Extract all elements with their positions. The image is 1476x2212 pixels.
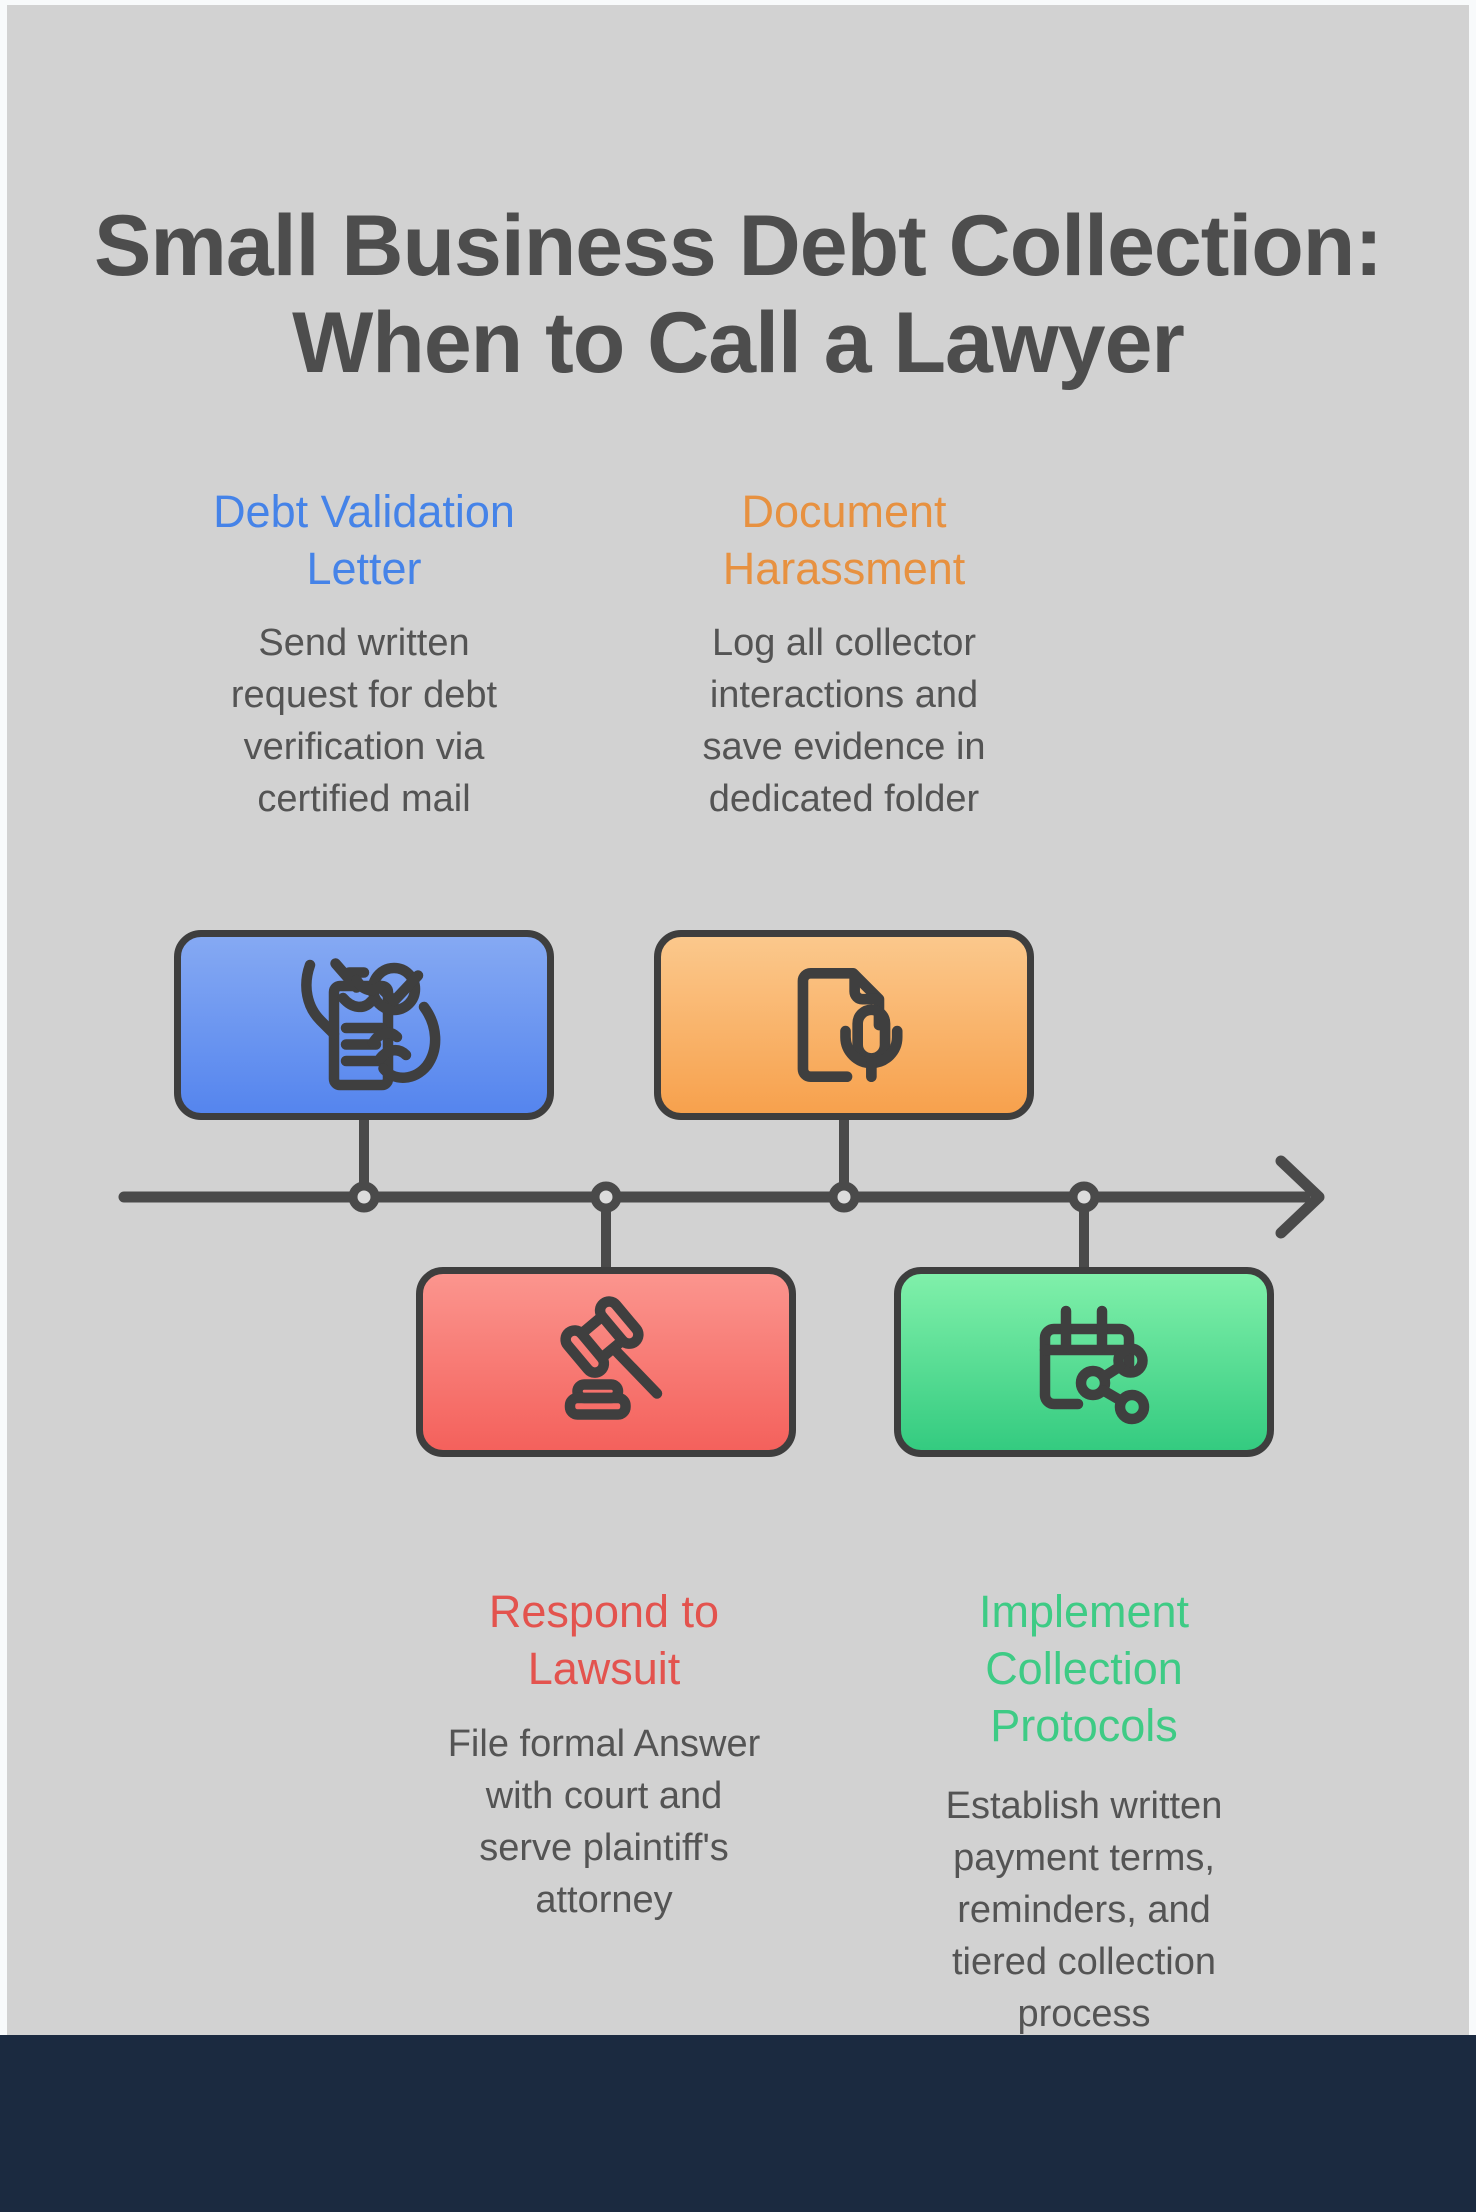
step-1-title: Debt Validation Letter bbox=[213, 486, 515, 594]
page-title: Small Business Debt Collection: When to … bbox=[0, 198, 1476, 392]
footer-bar bbox=[0, 2035, 1476, 2212]
step-2-title: Respond to Lawsuit bbox=[488, 1586, 720, 1694]
document-check-hands-icon bbox=[301, 958, 441, 1091]
step-1-description: Send written request for debt verificati… bbox=[230, 622, 498, 820]
document-microphone-icon bbox=[797, 968, 903, 1082]
page-title-line1: Small Business Debt Collection: bbox=[94, 198, 1383, 294]
step-4-title: Implement Collection Protocols bbox=[978, 1586, 1190, 1751]
step-3-title: Document Harassment bbox=[722, 486, 966, 594]
step-3-box bbox=[654, 930, 1034, 1120]
calendar-share-icon bbox=[1039, 1305, 1150, 1425]
step-4-box bbox=[894, 1267, 1274, 1457]
step-2-box bbox=[416, 1267, 796, 1457]
step-2-description: File formal Answer with court and serve … bbox=[447, 1723, 761, 1921]
step-3-description: Log all collector interactions and save … bbox=[702, 622, 986, 820]
page-title-line2: When to Call a Lawyer bbox=[292, 295, 1185, 391]
step-4-description: Establish written payment terms, reminde… bbox=[945, 1785, 1223, 2035]
step-1-box bbox=[174, 930, 554, 1120]
gavel-icon bbox=[560, 1296, 663, 1420]
